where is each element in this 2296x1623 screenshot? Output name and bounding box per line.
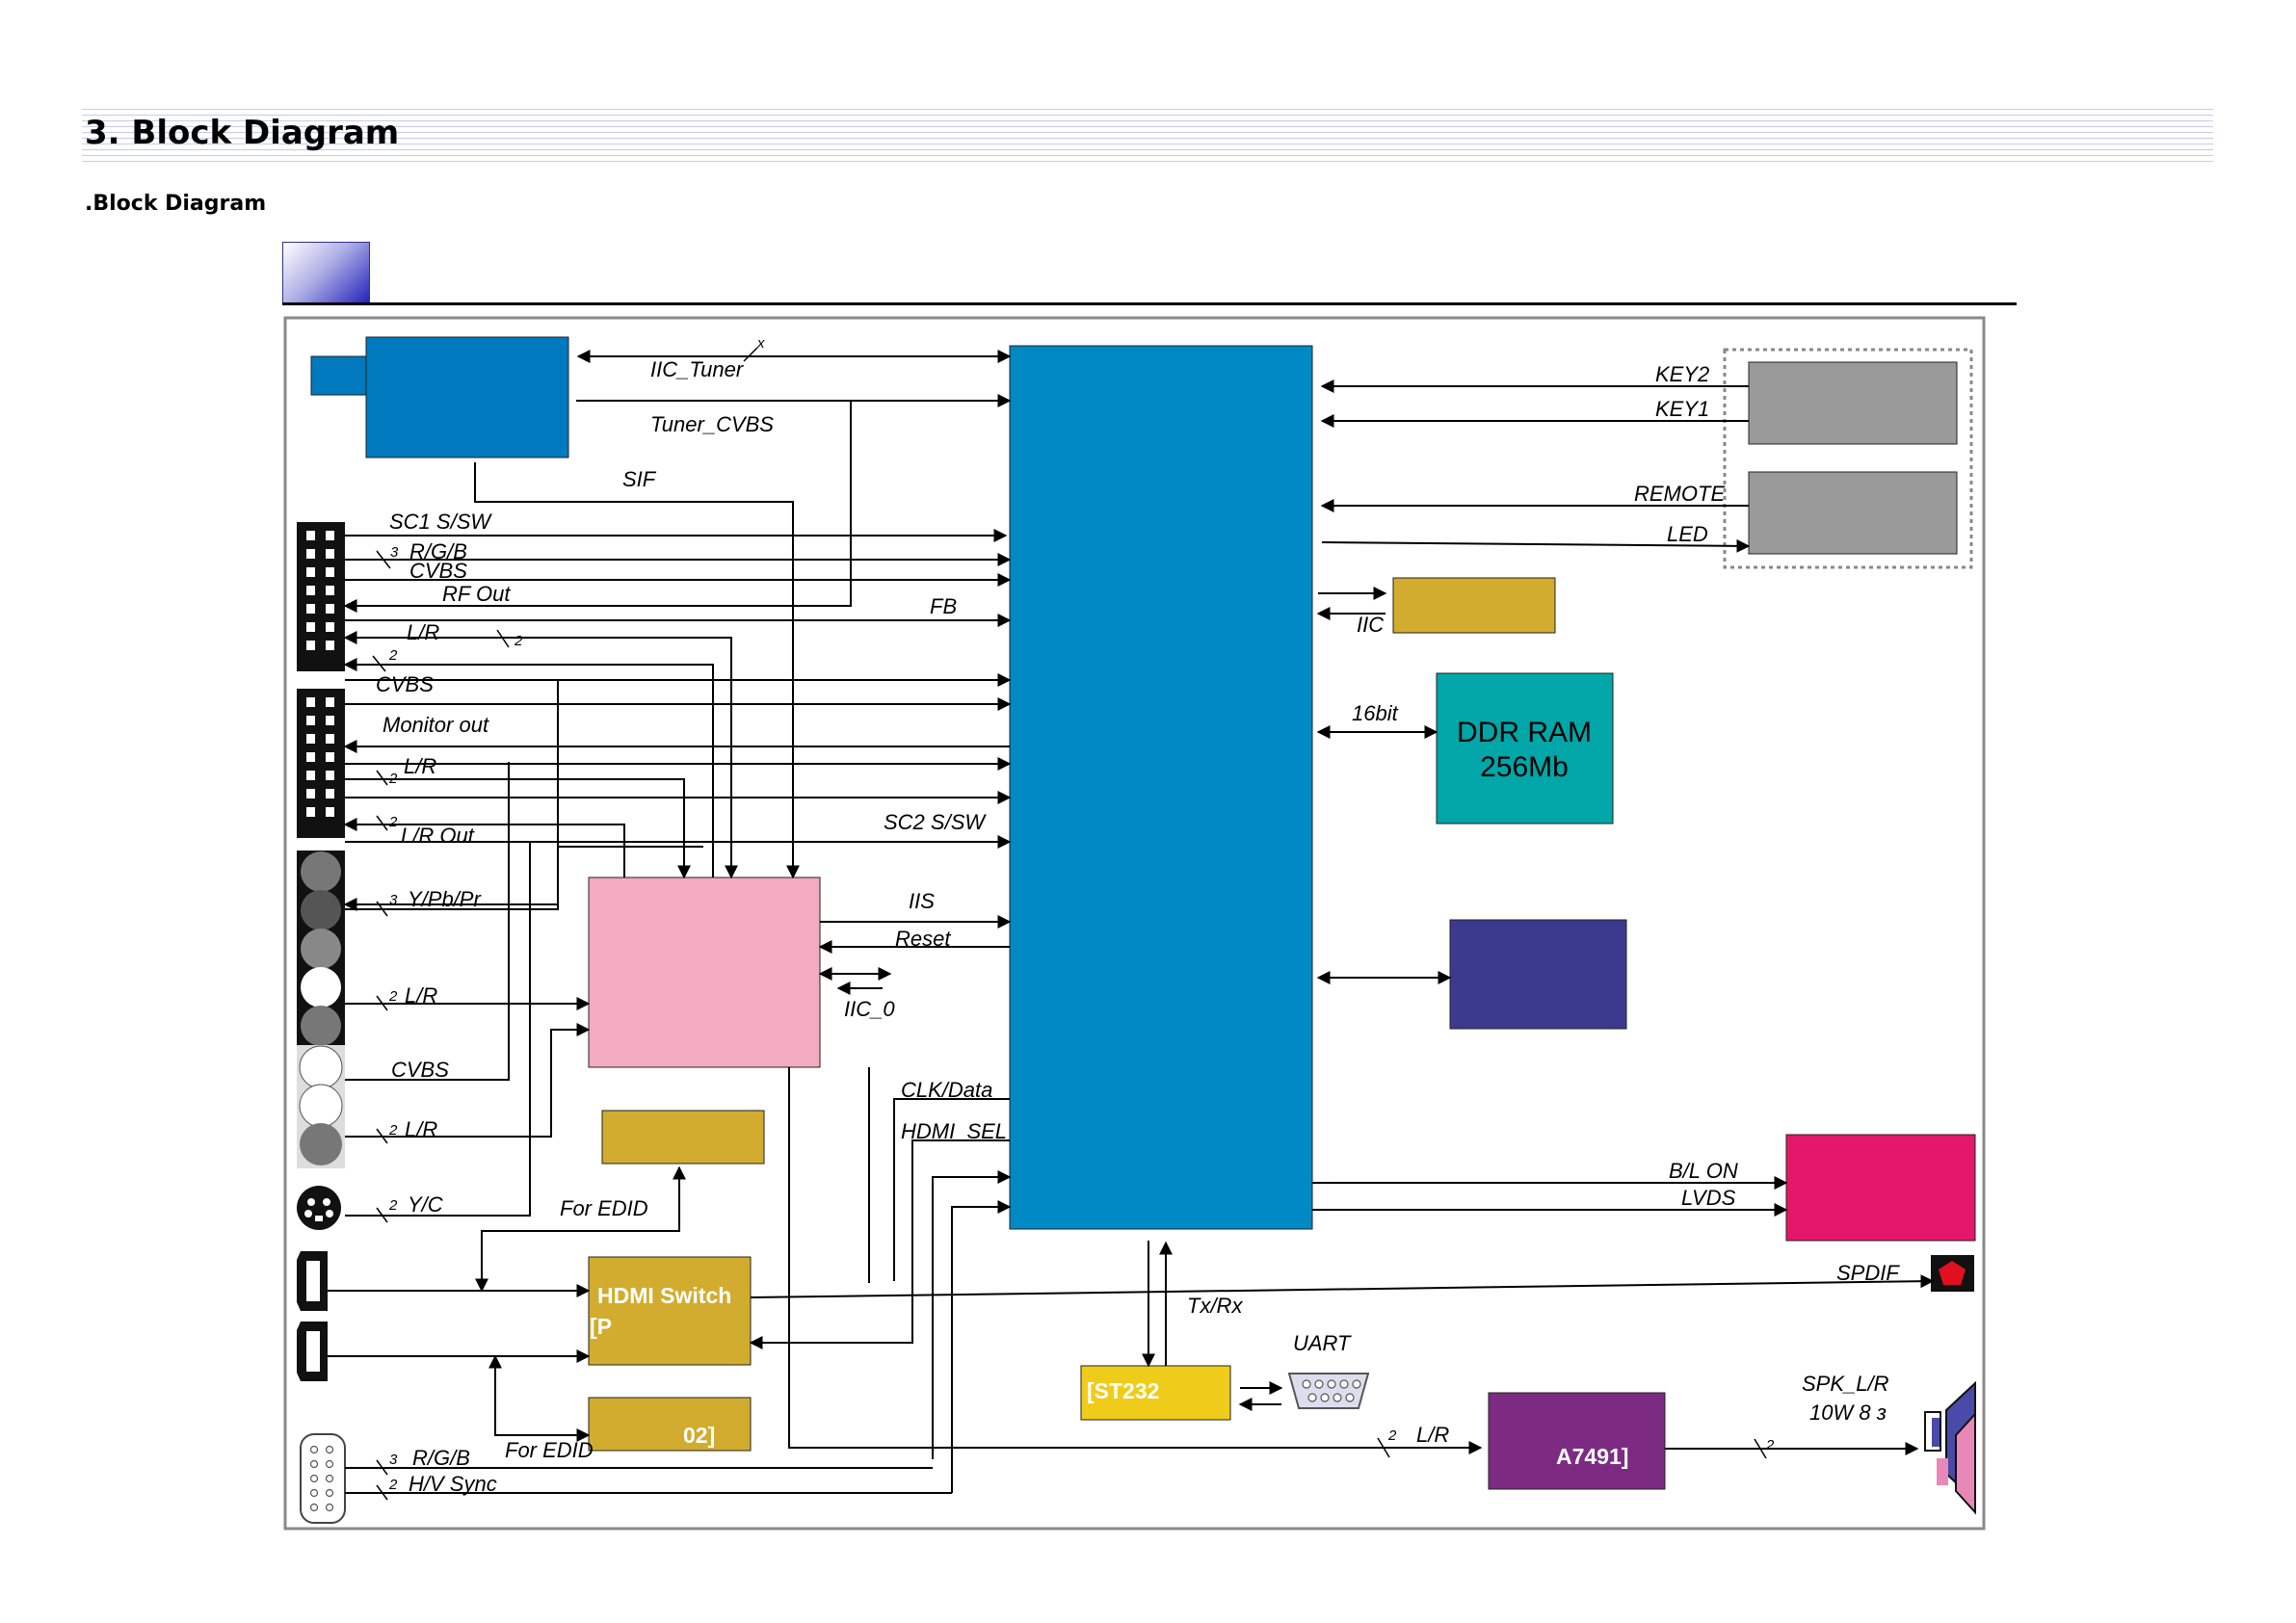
label-cvbs-av: CVBS <box>391 1058 449 1082</box>
label-sif: SIF <box>622 467 657 491</box>
label-rf-out: RF Out <box>442 582 511 606</box>
label-rgb-width: 3 <box>390 544 399 561</box>
edid-eeprom-2-block <box>588 1397 752 1452</box>
label-cvbs-sc1: CVBS <box>409 559 467 583</box>
hdmi-switch-part: [P <box>590 1314 612 1339</box>
label-spk-width: 2 <box>1765 1437 1775 1453</box>
label-ypbpr-width: 3 <box>389 892 398 908</box>
label-lr-sc2-width: 2 <box>388 771 398 787</box>
label-key2: KEY2 <box>1655 362 1709 386</box>
label-ypbpr: Y/Pb/Pr <box>408 887 482 911</box>
lcd-panel-block <box>1785 1134 1976 1242</box>
label-lr-l-width: 2 <box>388 647 398 664</box>
label-lr-sc1: L/R <box>407 620 439 644</box>
label-for-edid-1: For EDID <box>560 1196 648 1220</box>
s-video-connector <box>297 1186 341 1230</box>
hdmi-connector-2 <box>297 1322 328 1381</box>
label-rgb-vga-width: 3 <box>389 1452 398 1468</box>
st232-block <box>1080 1365 1231 1421</box>
audio-amplifier-label: A7491] <box>1556 1444 1628 1469</box>
signal-lines <box>328 347 1935 1501</box>
label-lr-amp-width: 2 <box>1387 1427 1397 1444</box>
label-hv-sync-width: 2 <box>388 1477 398 1493</box>
label-tuner-cvbs: Tuner_CVBS <box>650 412 774 436</box>
label-monitor-out: Monitor out <box>383 713 489 737</box>
ddr-ram-size: 256Mb <box>1480 751 1569 783</box>
label-lvds: LVDS <box>1681 1186 1736 1210</box>
edid-eeprom-2-label: 02] <box>683 1423 715 1448</box>
label-yc: Y/C <box>408 1192 443 1217</box>
section-title: .Block Diagram <box>85 192 267 216</box>
tuner-block <box>365 336 569 458</box>
label-iic: IIC <box>1357 613 1384 637</box>
label-lr-av: L/R <box>405 1117 437 1141</box>
label-uart: UART <box>1293 1331 1352 1355</box>
eeprom-block <box>1392 577 1556 634</box>
edid-eeprom-1-block <box>601 1110 765 1165</box>
page-title: 3. Block Diagram <box>85 114 400 152</box>
label-lr-sc1-width: 2 <box>514 633 523 649</box>
label-yc-width: 2 <box>388 1197 398 1214</box>
label-lr-amp: L/R <box>1416 1423 1449 1447</box>
label-spk-lr: SPK_L/R <box>1802 1372 1889 1396</box>
label-reset: Reset <box>895 927 951 951</box>
vga-connector <box>300 1433 346 1524</box>
ddr-ram-label: DDR RAM <box>1457 717 1592 748</box>
audio-amplifier-block <box>1488 1392 1666 1490</box>
label-sc1-ssw: SC1 S/SW <box>389 510 492 534</box>
label-cvbs-sc2: CVBS <box>376 672 434 696</box>
label-lr-comp: L/R <box>405 983 437 1008</box>
scart-2-connector <box>297 689 345 838</box>
label-lr-sc2: L/R <box>404 754 436 778</box>
flash-block <box>1449 919 1627 1030</box>
label-key1: KEY1 <box>1655 397 1709 421</box>
hdmi-connector-1 <box>297 1251 328 1311</box>
label-remote: REMOTE <box>1634 482 1725 506</box>
label-hv-sync: H/V Sync <box>409 1472 497 1496</box>
label-16bit: 16bit <box>1352 701 1399 725</box>
key-board-block <box>1748 361 1958 445</box>
label-watt: 10W 8 з <box>1809 1400 1887 1425</box>
spdif-optical-connector <box>1931 1255 1974 1292</box>
st232-label: [ST232 <box>1087 1378 1159 1403</box>
label-lr-out: L/R Out <box>401 824 475 848</box>
label-x: x <box>756 335 765 352</box>
label-led: LED <box>1667 522 1708 546</box>
hdmi-switch-block <box>588 1256 752 1366</box>
audio-processor-block <box>588 877 821 1068</box>
ddr-ram-block <box>1436 672 1614 825</box>
component-rca-jacks <box>297 851 345 1168</box>
speaker-icon <box>1924 1380 1976 1515</box>
uart-db9-connector <box>1287 1373 1370 1409</box>
ir-led-board-block <box>1748 471 1958 555</box>
diagram-frame <box>283 316 1986 1531</box>
label-sc2-ssw: SC2 S/SW <box>884 810 987 834</box>
label-iic-0: IIC_0 <box>844 997 895 1021</box>
label-clk-data: CLK/Data <box>901 1078 992 1102</box>
label-lr-out-width: 2 <box>388 814 398 830</box>
label-iic-tuner: IIC_Tuner <box>650 357 745 381</box>
scart-1-connector <box>297 522 345 671</box>
label-spdif: SPDIF <box>1836 1261 1900 1285</box>
label-lr-av-width: 2 <box>388 1122 398 1139</box>
label-rgb: R/G/B <box>409 539 467 563</box>
label-for-edid-2: For EDID <box>505 1438 594 1462</box>
main-soc-block <box>1009 345 1313 1230</box>
label-hdmi-sel: HDMI_SEL <box>901 1119 1007 1143</box>
label-fb: FB <box>930 594 957 618</box>
label-lr-comp-width: 2 <box>388 988 398 1005</box>
tuner-antenna-connector <box>310 355 369 396</box>
label-iis: IIS <box>909 889 935 913</box>
section-rule <box>282 302 2017 305</box>
label-tx-rx: Tx/Rx <box>1187 1294 1243 1318</box>
label-bl-on: B/L ON <box>1669 1159 1738 1183</box>
label-rgb-vga: R/G/B <box>412 1446 470 1470</box>
hdmi-switch-label: HDMI Switch <box>597 1283 731 1308</box>
header-decoration <box>82 109 2213 167</box>
keypad-board-outline <box>1723 348 1973 569</box>
